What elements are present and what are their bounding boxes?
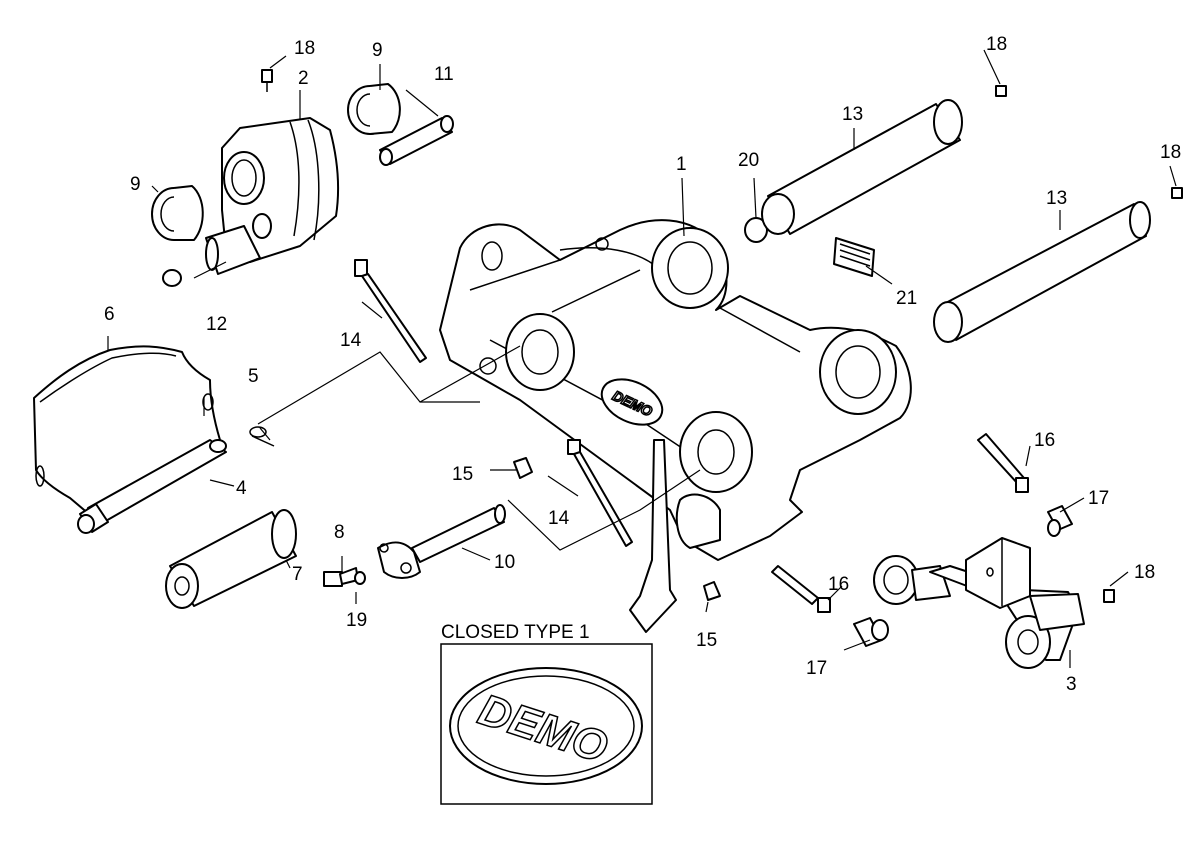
part-15-nut-b (703, 581, 721, 601)
part-10-pin-plate (377, 504, 506, 579)
part-18-grease-nipple-b (995, 85, 1007, 97)
part-11-pin (379, 115, 454, 166)
label-part-7: 7 (292, 564, 303, 585)
part-14-bolt-lower (567, 439, 633, 547)
part-17-elbow-upper (1047, 505, 1073, 537)
part-7-bushing (165, 509, 297, 609)
inset-closed-type-1: CLOSED TYPE 1 DEMO (440, 622, 653, 805)
label-part-9-lower: 9 (130, 174, 141, 195)
part-16-hose-upper (977, 433, 1029, 493)
label-part-18-right: 18 (1160, 142, 1181, 163)
label-part-4: 4 (236, 478, 247, 499)
label-part-11: 11 (434, 64, 454, 85)
part-8-bolt (323, 567, 359, 587)
label-part-14-upper: 14 (340, 330, 362, 351)
label-part-16-upper: 16 (1034, 430, 1055, 451)
part-18-grease-nipple-a (261, 69, 273, 92)
label-part-14-lower: 14 (548, 508, 570, 529)
part-4-pin (77, 439, 227, 534)
label-part-13-lower: 13 (1046, 188, 1067, 209)
label-part-12: 12 (206, 314, 227, 335)
label-part-16-lower: 16 (828, 574, 849, 595)
part-18-grease-nipple-c (1171, 187, 1183, 199)
part-17-elbow-lower (853, 617, 889, 647)
part-3-cylinder (873, 537, 1085, 669)
label-part-1: 1 (676, 154, 687, 175)
part-14-bolt-upper (354, 259, 427, 363)
inset-caption: CLOSED TYPE 1 (441, 622, 590, 643)
leader-lines (107, 49, 1177, 668)
part-12-o-ring (162, 269, 182, 287)
part-6-cover-plate (33, 345, 221, 521)
label-part-21: 21 (896, 288, 917, 309)
part-15-nut-a (513, 457, 533, 479)
label-part-19: 19 (346, 610, 367, 631)
label-part-15-left: 15 (452, 464, 473, 485)
label-part-17-lower: 17 (806, 658, 827, 679)
arrow-to-inset (629, 439, 677, 633)
part-16-hose-lower (771, 565, 831, 613)
part-13-pin-upper (761, 99, 963, 235)
label-part-17-upper: 17 (1088, 488, 1109, 509)
label-part-18-top-right: 18 (986, 34, 1007, 55)
part-labels: 1 2 3 4 5 6 7 8 9 9 10 11 12 13 13 14 14… (104, 34, 1181, 695)
inset-logo-badge (449, 667, 643, 785)
label-part-8: 8 (334, 522, 345, 543)
label-part-10: 10 (494, 552, 515, 573)
part-1-main-frame (439, 219, 912, 561)
part-18-grease-nipple-d (1103, 589, 1115, 603)
label-part-20: 20 (738, 150, 759, 171)
part-2-bracket (205, 117, 339, 275)
label-part-6: 6 (104, 304, 115, 325)
part-21-label-plate (833, 237, 875, 277)
label-part-13-upper: 13 (842, 104, 863, 125)
label-part-5: 5 (248, 366, 259, 387)
part-13-pin-lower (933, 201, 1151, 343)
part-19-washer (354, 571, 366, 585)
part-5-clip (249, 426, 275, 447)
label-part-18-top-left: 18 (294, 38, 315, 59)
frame-logo-badge: DEMO (600, 378, 664, 426)
label-part-3: 3 (1066, 674, 1077, 695)
part-9-bushing-lower (151, 185, 204, 241)
part-9-bushing-upper (347, 83, 401, 135)
label-part-9-upper: 9 (372, 40, 383, 61)
label-part-18-bottom-right: 18 (1134, 562, 1155, 583)
label-part-2: 2 (298, 68, 309, 89)
label-part-15-right: 15 (696, 630, 717, 651)
